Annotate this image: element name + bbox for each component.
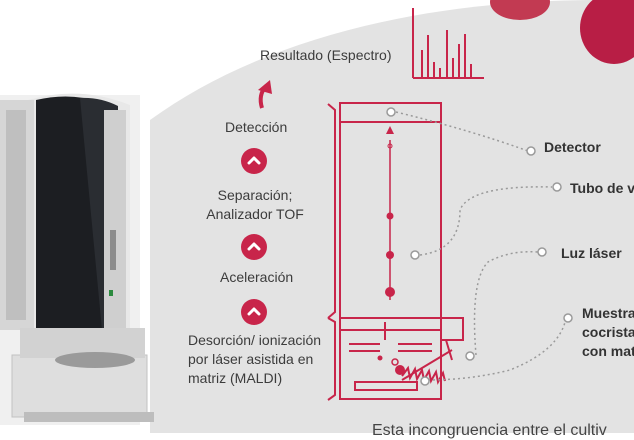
label-desorption-line1: Desorción/ ionización (188, 332, 322, 348)
laser-line (401, 349, 453, 381)
connectors (395, 111, 567, 381)
ion-1 (386, 212, 394, 220)
maldi-tof-instrument-image (0, 93, 154, 425)
label-sample-line2: cocristal (582, 324, 634, 340)
ion-5 (377, 355, 383, 361)
footer-partial-text: Esta incongruencia entre el cultiv (372, 422, 607, 439)
ion-6 (391, 358, 399, 366)
ion-path-arrow (386, 126, 394, 134)
label-sample-line3: con mat (582, 343, 634, 359)
label-desorption: Desorción/ ionización por láser asistida… (188, 331, 321, 388)
apparatus-bracket (327, 103, 336, 319)
label-result: Resultado (Espectro) (260, 47, 392, 63)
decor-blob-2 (580, 0, 634, 64)
decor-blob-1 (490, 0, 550, 20)
maldi-bracket (327, 317, 336, 401)
label-sample: Muestra cocristal con mat (582, 304, 634, 361)
mass-spectrum-icon (412, 8, 484, 79)
label-detector: Detector (544, 139, 601, 155)
label-desorption-line3: matriz (MALDI) (188, 370, 283, 386)
curved-up-arrow-icon (258, 80, 272, 109)
label-sample-line1: Muestra (582, 305, 634, 321)
label-detection: Detección (225, 119, 288, 135)
tof-apparatus (339, 102, 464, 400)
label-vacuum-tube: Tubo de vu (570, 180, 634, 196)
label-separation: Separación; Analizador TOF (200, 186, 310, 224)
label-separation-line1: Separación; (217, 187, 293, 203)
label-separation-line2: Analizador TOF (206, 206, 304, 222)
ion-2 (386, 251, 394, 259)
chevron-up-icon (241, 299, 267, 325)
label-acceleration: Aceleración (220, 269, 294, 285)
ion-7 (395, 365, 405, 375)
connector-rings (386, 107, 573, 386)
chevron-up-icon (241, 148, 267, 174)
label-laser: Luz láser (561, 245, 622, 261)
ion-3 (385, 287, 395, 297)
chevron-up-icon (241, 234, 267, 260)
label-desorption-line2: por láser asistida en (188, 351, 314, 367)
ion-4 (387, 143, 393, 149)
